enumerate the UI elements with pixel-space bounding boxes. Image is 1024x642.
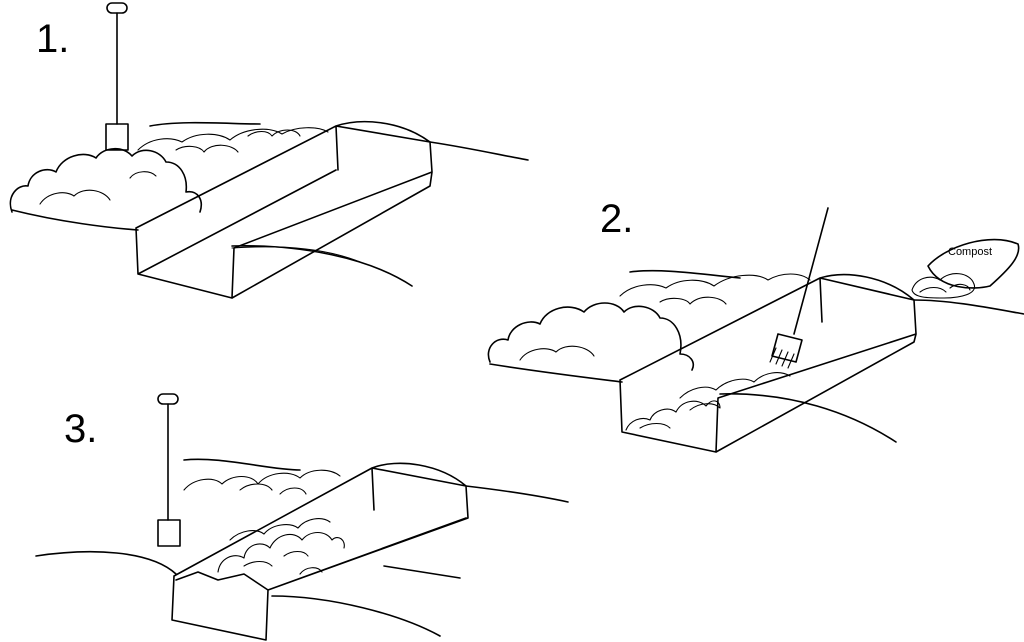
step-3-trench-soil bbox=[217, 518, 345, 575]
step-2-ground-left bbox=[489, 363, 623, 383]
step-1-illustration: 1. bbox=[9, 2, 529, 299]
spade-icon bbox=[105, 2, 129, 151]
step-1-ground-front bbox=[231, 245, 413, 287]
step-3-trench bbox=[171, 462, 469, 641]
step-3-horizon bbox=[183, 458, 301, 471]
step-2-horizon bbox=[629, 269, 741, 279]
step-1-soil-pile bbox=[9, 147, 202, 213]
step-1-trench-floor bbox=[231, 246, 361, 263]
step-2-soil-back-detail bbox=[659, 296, 727, 305]
step-1-trench bbox=[135, 120, 433, 299]
step-2-soil-detail-1 bbox=[519, 345, 595, 361]
step-1-soil-back bbox=[137, 127, 329, 151]
step-3-illustration: 3. bbox=[35, 393, 569, 641]
step-1-soil-back-detail-2 bbox=[247, 129, 301, 137]
step-1-soil-detail-2 bbox=[129, 171, 157, 179]
step-3-ground-left bbox=[35, 551, 177, 575]
fork-icon bbox=[769, 207, 829, 369]
step-2-soil-back bbox=[619, 273, 811, 297]
step-3-ground-front bbox=[271, 595, 441, 637]
compost-bag-label: Compost bbox=[948, 246, 992, 258]
step-3-ground-edge bbox=[383, 565, 461, 579]
step-2-illustration: 2. Compost bbox=[487, 197, 1024, 453]
step-3-number: 3. bbox=[64, 407, 97, 451]
step-2-trench-compost bbox=[625, 372, 791, 431]
step-1-horizon bbox=[149, 121, 261, 127]
step-3-ground-right bbox=[465, 485, 569, 503]
step-2-trench bbox=[619, 273, 917, 453]
step-1-soil-detail-1 bbox=[39, 189, 111, 205]
spade-icon bbox=[157, 393, 181, 547]
step-1-number: 1. bbox=[36, 17, 69, 61]
step-1-soil-back-detail bbox=[175, 144, 239, 153]
step-2-number: 2. bbox=[600, 197, 633, 241]
step-1-ground-left bbox=[11, 209, 139, 231]
step-2-ground-right bbox=[913, 299, 1024, 315]
step-2-soil-pile bbox=[487, 302, 695, 371]
step-2-ground-front bbox=[719, 393, 897, 443]
step-3-soil-back bbox=[183, 469, 341, 495]
step-1-ground-right bbox=[429, 141, 529, 161]
compost-bag-icon bbox=[911, 238, 1020, 299]
